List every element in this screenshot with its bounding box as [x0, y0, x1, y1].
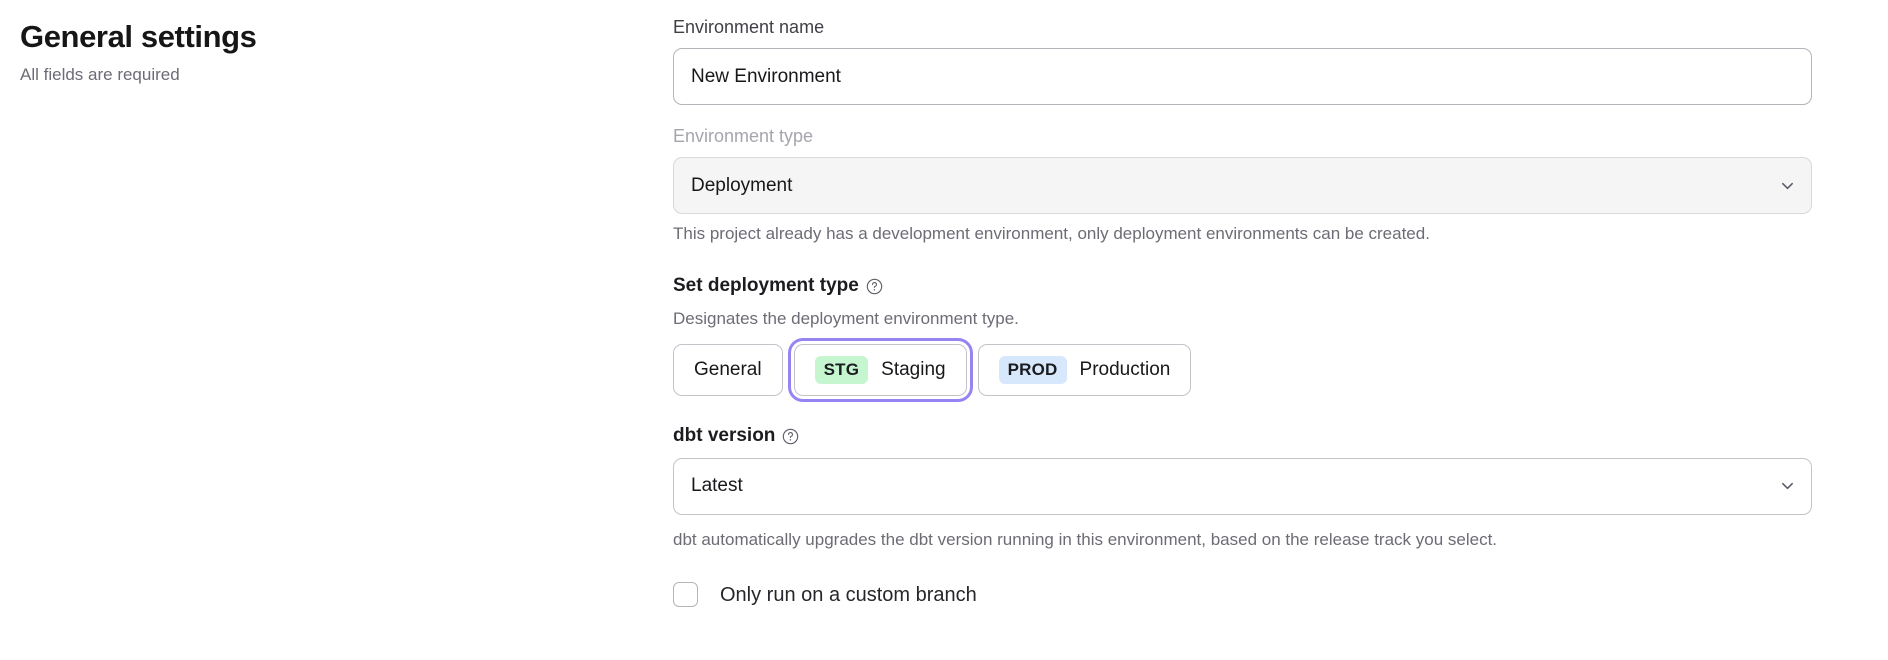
staging-tag: STG [814, 356, 869, 385]
deployment-type-option-general-label: General [694, 359, 762, 381]
custom-branch-label[interactable]: Only run on a custom branch [720, 583, 977, 606]
environment-name-field: Environment name [673, 14, 1812, 106]
environment-type-value: Deployment [691, 174, 793, 196]
dbt-version-label: dbt version [673, 425, 776, 447]
deployment-type-option-production-label: Production [1079, 359, 1171, 381]
deployment-type-label-row: Set deployment type [673, 272, 883, 300]
deployment-type-option-general[interactable]: General [673, 344, 783, 397]
environment-type-helper-text: This project already has a development e… [673, 224, 1430, 244]
question-mark-circle-icon[interactable] [866, 278, 883, 295]
dbt-version-value: Latest [691, 475, 743, 497]
question-mark-circle-icon[interactable] [782, 428, 799, 445]
deployment-type-option-staging-label: Staging [881, 359, 946, 381]
page-title: General settings [20, 19, 257, 54]
deployment-type-description: Designates the deployment environment ty… [673, 309, 1019, 329]
environment-name-label: Environment name [673, 17, 825, 37]
dbt-version-select-wrap: Latest [673, 457, 1812, 515]
environment-type-label: Environment type [673, 126, 814, 147]
environment-name-input[interactable] [673, 48, 1812, 106]
custom-branch-row: Only run on a custom branch [673, 582, 1812, 608]
environment-type-field: Environment type Deployment This project… [673, 123, 1812, 247]
settings-header-column: General settings All fields are required [0, 0, 673, 86]
dbt-version-select[interactable]: Latest [673, 457, 1812, 515]
environment-type-select-wrap: Deployment [673, 157, 1812, 215]
page-subtitle: All fields are required [20, 65, 180, 85]
deployment-type-field: Set deployment type Designates the deplo… [673, 272, 1812, 403]
deployment-type-label: Set deployment type [673, 274, 859, 296]
custom-branch-checkbox[interactable] [673, 582, 698, 608]
dbt-version-label-row: dbt version [673, 422, 799, 450]
deployment-type-options: General STG Staging PROD Production [673, 338, 1812, 403]
production-tag: PROD [998, 356, 1067, 385]
settings-form-column: Environment name Environment type Deploy… [673, 0, 1850, 608]
deployment-type-option-production[interactable]: PROD Production [977, 344, 1192, 397]
environment-type-select[interactable]: Deployment [673, 157, 1812, 215]
deployment-type-option-staging[interactable]: STG Staging [787, 338, 973, 403]
dbt-version-field: dbt version Latest dbt automaticall [673, 422, 1812, 552]
dbt-version-helper-text: dbt automatically upgrades the dbt versi… [673, 529, 1498, 549]
